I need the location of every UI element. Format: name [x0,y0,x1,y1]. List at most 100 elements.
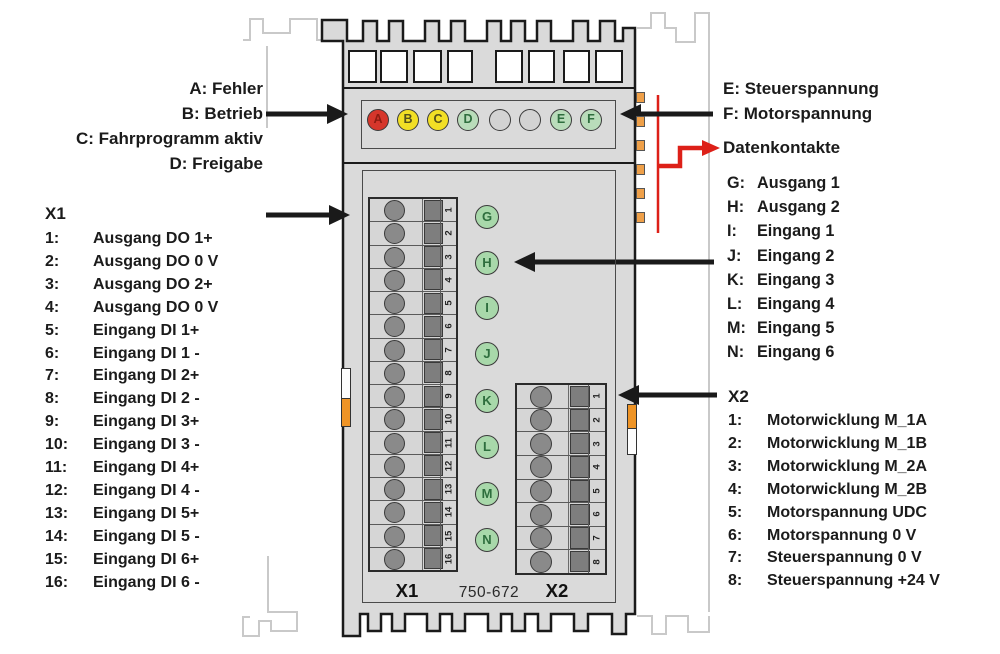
wire-clamp-hole [384,455,405,477]
x1-terminal-strip: 1 2 3 4 5 6 7 8 9 10 11 12 13 14 15 16 [368,197,458,572]
signal-led-k: K [475,389,499,413]
terminal-row: 2 [370,222,456,246]
terminal-number: 13 [440,478,456,501]
wire-clamp-hole [384,246,405,268]
release-latch-right-bottom [627,428,637,455]
pin-line: 8:Eingang DI 2 - [45,390,200,408]
ghost-module-top-left [243,18,344,41]
screw-contact [570,527,590,549]
legend-line: F: Motorspannung [723,104,873,123]
pin-line: 9:Eingang DI 3+ [45,413,200,431]
data-contact-arrow-line [658,145,702,169]
terminal-number: 5 [588,479,605,503]
terminal-number: 11 [440,431,456,454]
pin-line: 7:Steuerspannung 0 V [728,549,922,567]
status-led-b: B [397,109,419,131]
ghost-module-bottom-right [637,615,710,635]
terminal-number: 6 [440,315,456,338]
signal-led-n: N [475,528,499,552]
wire-clamp-hole [530,456,552,479]
pin-line: 15:Eingang DI 6+ [45,550,200,568]
status-led-panel [361,100,616,149]
signal-led-l: L [475,435,499,459]
terminal-row: 16 [370,547,456,570]
terminal-number: 7 [588,526,605,550]
top-slot [348,50,377,83]
legend-line: B: Betrieb [181,104,263,123]
terminal-row: 2 [517,408,605,433]
top-slot [495,50,523,83]
pin-line: 6:Eingang DI 1 - [45,344,200,362]
legend-line: M:Eingang 5 [727,319,835,338]
terminal-row: 9 [370,385,456,409]
wire-clamp-hole [530,527,552,550]
legend-line: E: Steuerspannung [723,79,879,98]
terminal-row: 10 [370,408,456,432]
screw-contact [570,432,590,455]
screw-contact [424,478,443,500]
screw-contact [424,362,443,384]
wire-clamp-hole [384,223,405,245]
pin-line: 4:Ausgang DO 0 V [45,298,219,316]
terminal-row: 4 [517,455,605,480]
pin-line: 10:Eingang DI 3 - [45,436,200,454]
wire-clamp-hole [530,503,552,526]
screw-contact [424,269,443,291]
terminal-row: 7 [370,338,456,362]
screw-contact [570,409,590,431]
data-contact [636,140,645,151]
screw-contact [424,246,443,267]
terminal-row: 15 [370,524,456,548]
screw-contact [424,222,443,244]
legend-line: A: Fehler [189,79,263,98]
legend-line: C: Fahrprogramm aktiv [75,129,263,148]
pin-line: 2:Motorwicklung M_1B [728,434,928,452]
arrow-x1-strip [266,205,350,225]
screw-contact [570,503,590,526]
legend-line: K:Eingang 3 [727,270,835,289]
screw-contact [424,408,443,430]
terminal-number: 16 [440,547,456,570]
pin-line: 14:Eingang DI 5 - [45,527,200,545]
screw-contact [424,385,443,407]
signal-led-i: I [475,296,499,320]
top-slot [447,50,473,83]
top-slot [413,50,442,83]
terminal-row: 1 [517,385,605,409]
signal-led-m: M [475,482,499,506]
wire-clamp-hole [384,316,405,338]
x2-connector-label: X2 [545,580,569,601]
wire-clamp-hole [384,200,405,221]
x1-list-title: X1 [45,204,66,223]
terminal-row: 14 [370,501,456,525]
terminal-number: 1 [440,199,456,222]
x2-list-title: X2 [728,387,749,406]
pin-line: 1:Motorwicklung M_1A [728,412,928,429]
status-led-blank [519,109,541,131]
wire-clamp-hole [530,432,552,455]
data-contacts-label: Datenkontakte [723,138,841,157]
signal-led-h: H [475,251,499,275]
terminal-number: 3 [588,432,605,455]
screw-contact [424,199,443,221]
data-contact [636,188,645,199]
status-led-c: C [427,109,449,131]
pin-line: 3:Ausgang DO 2+ [45,275,213,293]
legend-line: J:Eingang 2 [727,246,835,265]
top-slot [380,50,408,83]
signal-led-g: G [475,205,499,229]
wire-clamp-hole [384,502,405,524]
terminal-number: 10 [440,408,456,431]
terminal-number: 2 [440,222,456,245]
legend-line: L:Eingang 4 [727,295,835,314]
status-led-a: A [367,109,389,131]
arrow-leds-left [266,104,348,124]
legend-line: I:Eingang 1 [727,222,835,241]
screw-contact [424,339,443,360]
top-slot [563,50,590,83]
data-contact-arrow-head [702,140,720,156]
signal-led-legend: G:Ausgang 1 H:Ausgang 2 I:Eingang 1 J:Ei… [727,171,840,365]
pin-line: 12:Eingang DI 4 - [45,481,200,499]
arrow-leds-right [620,104,713,124]
wire-clamp-hole [384,479,405,500]
